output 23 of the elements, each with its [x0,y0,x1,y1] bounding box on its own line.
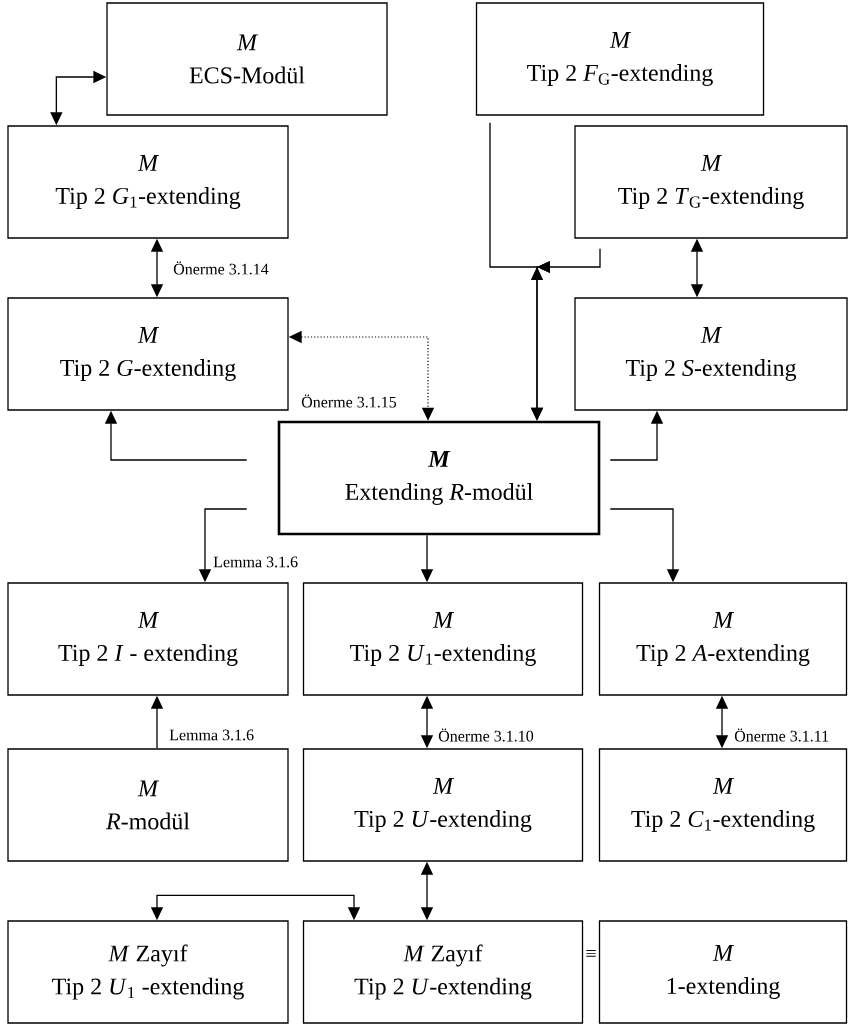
process-box: M Tip 2 G-extending [7,297,289,411]
process-box: M Extending R-modül [277,420,601,536]
process-box: M Tip 2 I - extending [7,582,289,696]
process-box: M R-modül [7,748,289,862]
process-box: M Zayıf Tip 2 U-extending [302,920,584,1024]
process-box: M Tip 2 S-extending [574,297,848,411]
edge-label: Önerme 3.1.10 [438,728,534,742]
process-box: M Tip 2 F$_{G}$-extending [475,2,765,116]
edge-label: Önerme 3.1.15 [301,394,397,408]
process-box: M Tip 2 G$_{1}$-extending [7,125,289,239]
process-box: M ECS-Modül [106,2,388,116]
process-box: M Tip 2 A-extending [598,582,848,696]
process-box: M Zayıf Tip 2 U$_{1}$ -extending [7,920,289,1024]
edge-label: Önerme 3.1.11 [734,728,829,742]
process-box: M 1-extending [598,920,848,1024]
process-box: M Tip 2 U-extending [302,748,584,862]
process-box: M Tip 2 U$_{1}$-extending [302,582,584,696]
edge-label: Lemma 3.1.6 [169,729,254,741]
edge-label: Önerme 3.1.14 [173,261,269,275]
process-box: M Tip 2 C$_{1}$-extending [598,748,848,862]
process-box: M Tip 2 T$_{G}$-extending [574,125,848,239]
equivalence-symbol: ≡ [586,950,596,957]
edge-label: Lemma 3.1.6 [213,556,298,568]
